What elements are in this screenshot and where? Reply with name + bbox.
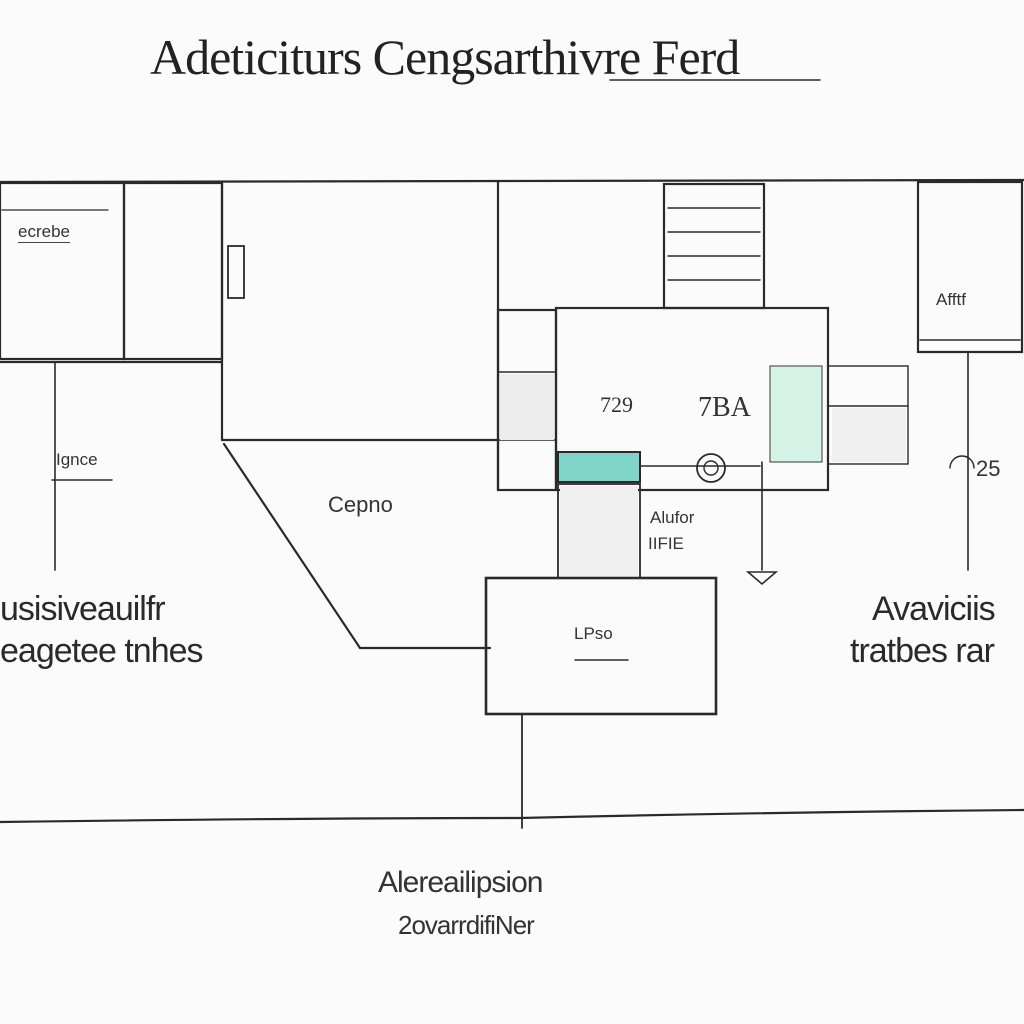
- valve-symbol: [696, 453, 726, 483]
- bottom-caption-line-1: Alereailipsion: [378, 866, 543, 899]
- top-left-room-2: [122, 181, 224, 361]
- diagonal-wall: [222, 442, 492, 650]
- left-caption-line-1: usisiveauilfr: [0, 590, 166, 628]
- left-note-label: Ignce: [56, 450, 98, 469]
- mid-small-label-a: Alufor: [650, 508, 695, 527]
- lower-room-label: LPso: [574, 624, 613, 643]
- teal-bar: [557, 451, 641, 483]
- left-caption-line-2: eagetee tnhes: [0, 632, 204, 670]
- lower-room: [484, 576, 718, 716]
- top-wall: [0, 178, 1024, 184]
- right-note-label: 25: [976, 456, 1001, 481]
- page-title: Adeticiturs Cengsarthivre Ferd: [150, 29, 740, 85]
- top-right-room-label: Afftf: [936, 290, 966, 309]
- mid-small-label-b: IIFIE: [648, 534, 684, 553]
- center-code-b: 7BA: [698, 392, 751, 423]
- stair-block: [662, 182, 766, 310]
- top-left-room-label: ecrebe: [18, 222, 70, 243]
- right-caption-line-2: tratbes rar: [850, 632, 995, 670]
- right-caption-line-1: Avaviciis: [872, 590, 996, 628]
- door-marker-left: [227, 245, 245, 299]
- center-code-a: 729: [600, 392, 633, 417]
- center-area-label: Cepno: [328, 492, 393, 517]
- right-panel: [827, 365, 909, 465]
- mint-panel: [769, 365, 823, 463]
- bottom-caption-line-2: 2ovarrdifiNer: [398, 910, 535, 940]
- center-left-pane: [496, 308, 558, 492]
- ground-line: [0, 808, 1024, 824]
- top-right-room: [916, 180, 1024, 354]
